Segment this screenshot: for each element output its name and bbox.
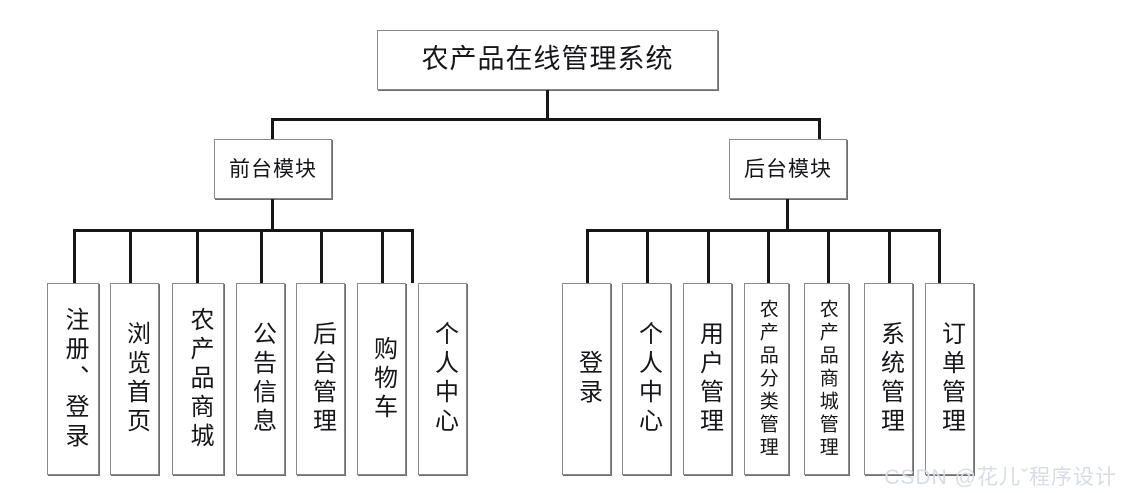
node-leaf-frontend-7[interactable]: 个人中心	[418, 283, 467, 475]
connector-backend-drop-7	[938, 229, 941, 283]
connector-frontend-bus	[73, 229, 414, 232]
connector-root-drop-left	[271, 118, 274, 139]
node-leaf-frontend-2[interactable]: 浏览首页	[110, 283, 159, 475]
connector-root-drop-right	[818, 118, 821, 139]
node-leaf-backend-6[interactable]: 系统管理	[864, 283, 913, 475]
connector-backend-drop-4	[767, 229, 770, 283]
node-leaf-frontend-4[interactable]: 公告信息	[236, 283, 285, 475]
node-leaf-backend-3[interactable]: 用户管理	[683, 283, 732, 475]
node-leaf-backend-7[interactable]: 订单管理	[925, 283, 974, 475]
connector-frontend-drop-6	[381, 229, 384, 283]
node-leaf-backend-1[interactable]: 登录	[562, 283, 611, 475]
node-root[interactable]: 农产品在线管理系统	[377, 30, 718, 90]
connector-backend-stem	[786, 199, 789, 231]
node-branch-backend[interactable]: 后台模块	[729, 139, 847, 199]
node-leaf-frontend-1[interactable]: 注册、登录	[47, 283, 99, 475]
connector-frontend-drop-4	[260, 229, 263, 283]
connector-backend-drop-2	[646, 229, 649, 283]
connector-frontend-drop-7	[411, 229, 414, 283]
connector-frontend-stem	[271, 199, 274, 231]
connector-root-bus	[271, 118, 821, 121]
csdn-watermark: CSDN @花儿ˇ程序设计	[884, 466, 1117, 489]
connector-frontend-drop-1	[73, 229, 76, 283]
node-leaf-backend-4[interactable]: 农产品分类管理	[744, 283, 789, 475]
connector-backend-drop-6	[888, 229, 891, 283]
node-leaf-backend-2[interactable]: 个人中心	[622, 283, 671, 475]
connector-frontend-drop-3	[196, 229, 199, 283]
connector-backend-drop-3	[707, 229, 710, 283]
node-leaf-frontend-6[interactable]: 购物车	[357, 283, 406, 475]
node-branch-frontend[interactable]: 前台模块	[214, 139, 332, 199]
node-leaf-frontend-3[interactable]: 农产品商城	[172, 283, 224, 475]
connector-frontend-drop-5	[320, 229, 323, 283]
connector-frontend-drop-2	[129, 229, 132, 283]
connector-root-stem	[546, 90, 549, 120]
connector-backend-drop-5	[827, 229, 830, 283]
connector-backend-drop-1	[586, 229, 589, 283]
node-leaf-backend-5[interactable]: 农产品商城管理	[804, 283, 849, 475]
connector-backend-bus	[586, 229, 941, 232]
node-leaf-frontend-5[interactable]: 后台管理	[296, 283, 345, 475]
